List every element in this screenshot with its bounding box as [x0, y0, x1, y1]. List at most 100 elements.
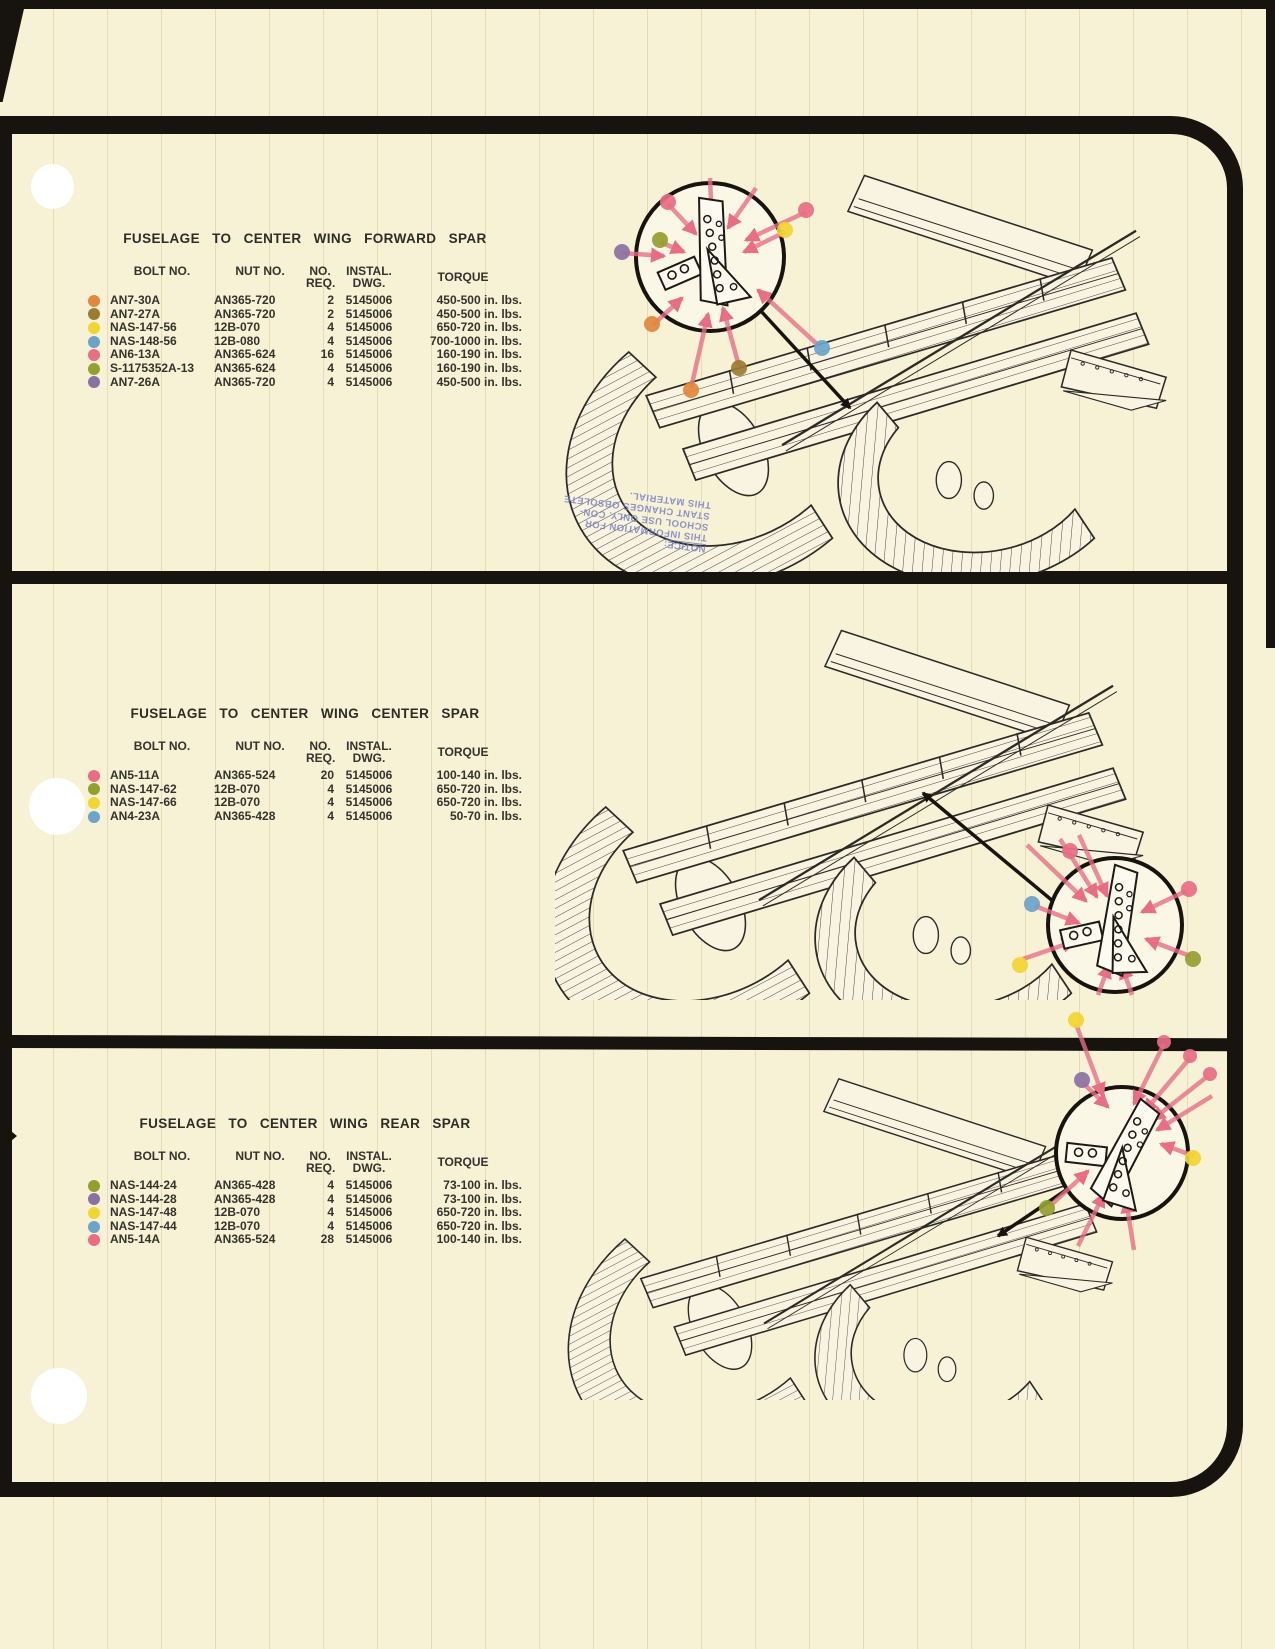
cell-nut-no: AN365-428 — [214, 1178, 276, 1192]
cell-torque: 650-720 in. lbs. — [436, 1218, 522, 1233]
callout-dot-yellow — [777, 222, 793, 238]
cell-no-req: 4 — [327, 781, 334, 796]
cell-bolt-no: AN5-11A — [110, 768, 160, 782]
section-divider-1 — [10, 571, 1232, 584]
legend-dot — [88, 349, 100, 362]
cell-torque: 50-70 in. lbs. — [449, 808, 522, 823]
cell-bolt-no: NAS-147-56 — [110, 320, 177, 335]
cell-torque: 160-190 in. lbs. — [436, 360, 522, 375]
cell-instal-dwg: 5145006 — [345, 1178, 393, 1192]
hole-punch — [29, 778, 85, 835]
legend-dot — [88, 1234, 100, 1247]
table-row: S-1175352A-13 AN365-624 4 5145006 160-19… — [88, 360, 522, 376]
callout-dot-blue — [814, 340, 830, 356]
table-row: NAS-144-24 AN365-428 4 5145006 73-100 in… — [88, 1178, 522, 1193]
cell-nut-no: AN365-428 — [214, 1191, 276, 1206]
callout-dot-purple — [614, 244, 630, 260]
legend-dot — [88, 335, 100, 348]
cell-torque: 450-500 in. lbs. — [436, 293, 522, 307]
col-header-dwg: INSTAL.DWG. — [346, 1149, 392, 1175]
legend-dot — [88, 362, 100, 375]
cell-instal-dwg: 5145006 — [345, 374, 393, 389]
col-header-dwg: INSTAL.DWG. — [346, 264, 392, 290]
legend-dot — [88, 769, 100, 782]
cell-no-req: 4 — [327, 320, 334, 335]
hole-punch — [31, 1368, 87, 1424]
table-row: AN6-13A AN365-624 16 5145006 160-190 in.… — [88, 348, 522, 362]
cell-nut-no: AN365-624 — [214, 347, 276, 362]
cell-instal-dwg: 5145006 — [345, 293, 393, 307]
col-header-torque: TORQUE — [437, 270, 489, 284]
cell-torque: 73-100 in. lbs. — [443, 1191, 522, 1206]
cell-instal-dwg: 5145006 — [345, 1232, 393, 1247]
legend-dot — [88, 810, 100, 823]
table-title: FUSELAGE TO CENTER WING FORWARD SPAR — [123, 231, 487, 246]
cell-nut-no: 12B-070 — [214, 795, 261, 810]
cell-instal-dwg: 5145006 — [345, 781, 393, 796]
cell-bolt-no: AN6-13A — [110, 347, 161, 362]
legend-dot — [88, 1193, 100, 1206]
legend-dot — [88, 321, 100, 334]
cell-torque: 650-720 in. lbs. — [436, 781, 522, 796]
callout-dot-pink — [1157, 1035, 1171, 1049]
callout-dot-olive — [1039, 1200, 1055, 1216]
cell-instal-dwg: 5145006 — [345, 1205, 393, 1220]
col-header-dwg: INSTAL.DWG. — [346, 739, 392, 765]
cell-instal-dwg: 5145006 — [345, 768, 393, 782]
col-header-bolt: BOLT NO. — [133, 1149, 191, 1163]
cell-no-req: 2 — [327, 293, 334, 307]
scan-edge-corner — [0, 0, 26, 102]
cell-bolt-no: AN7-30A — [110, 293, 161, 307]
legend-dot — [88, 308, 100, 321]
table-row: AN7-26A AN365-720 4 5145006 450-500 in. … — [88, 374, 522, 390]
cell-no-req: 4 — [327, 1218, 334, 1233]
callout-dot-purple — [1074, 1072, 1090, 1088]
table-row: AN7-27A AN365-720 2 5145006 450-500 in. … — [88, 307, 522, 322]
page-border-frame — [0, 116, 1243, 1497]
callout-arrows — [621, 177, 820, 389]
table-row: AN5-11A AN365-524 20 5145006 100-140 in.… — [88, 768, 522, 783]
cell-no-req: 4 — [327, 1178, 334, 1192]
cell-no-req: 4 — [327, 1191, 334, 1206]
cell-torque: 650-720 in. lbs. — [436, 795, 522, 810]
table-rows: NAS-144-24 AN365-428 4 5145006 73-100 in… — [88, 1178, 522, 1247]
cell-no-req: 20 — [320, 768, 334, 782]
cell-no-req: 4 — [327, 1205, 334, 1220]
cell-torque: 700-1000 in. lbs. — [429, 333, 522, 348]
callout-dot-olive — [1185, 951, 1201, 967]
legend-dot — [88, 376, 100, 389]
legend-dot — [88, 783, 100, 796]
col-header-bolt: BOLT NO. — [133, 264, 191, 278]
callout-dot-blue — [1024, 896, 1040, 912]
cell-bolt-no: S-1175352A-13 — [110, 360, 195, 375]
table-title: FUSELAGE TO CENTER WING REAR SPAR — [139, 1116, 471, 1131]
cell-nut-no: AN365-624 — [214, 360, 276, 375]
cell-no-req: 4 — [327, 795, 334, 810]
cell-nut-no: AN365-524 — [214, 768, 276, 782]
callout-dot-olive — [652, 232, 668, 248]
cell-bolt-no: NAS-147-66 — [110, 795, 177, 810]
legend-dot — [88, 294, 100, 307]
cell-nut-no: 12B-070 — [214, 1205, 261, 1220]
table-title: FUSELAGE TO CENTER WING CENTER SPAR — [130, 706, 480, 721]
callout-dot-yellow — [1068, 1012, 1084, 1028]
table-row: NAS-148-56 12B-080 4 5145006 700-1000 in… — [88, 333, 522, 349]
cell-bolt-no: NAS-148-56 — [110, 333, 177, 348]
table-row: NAS-144-28 AN365-428 4 5145006 73-100 in… — [88, 1191, 522, 1207]
table-header-row: BOLT NO. NUT NO. NO.REQ. INSTAL.DWG. TOR… — [88, 739, 522, 765]
col-header-nut: NUT NO. — [235, 739, 285, 753]
cell-nut-no: 12B-070 — [214, 1218, 261, 1233]
cell-nut-no: AN365-720 — [214, 374, 276, 389]
bolt-table-center-spar: FUSELAGE TO CENTER WING CENTER SPAR BOLT… — [88, 706, 522, 823]
cell-nut-no: 12B-080 — [214, 333, 261, 348]
cell-torque: 650-720 in. lbs. — [436, 320, 522, 335]
table-rows: AN5-11A AN365-524 20 5145006 100-140 in.… — [88, 768, 522, 823]
cell-bolt-no: NAS-147-62 — [110, 781, 177, 796]
legend-dot — [88, 796, 100, 809]
cell-torque: 160-190 in. lbs. — [436, 347, 522, 362]
callout-dot-pink — [1183, 1049, 1197, 1063]
cell-instal-dwg: 5145006 — [345, 1218, 393, 1233]
cell-instal-dwg: 5145006 — [345, 808, 393, 823]
callout-dots — [614, 194, 830, 398]
